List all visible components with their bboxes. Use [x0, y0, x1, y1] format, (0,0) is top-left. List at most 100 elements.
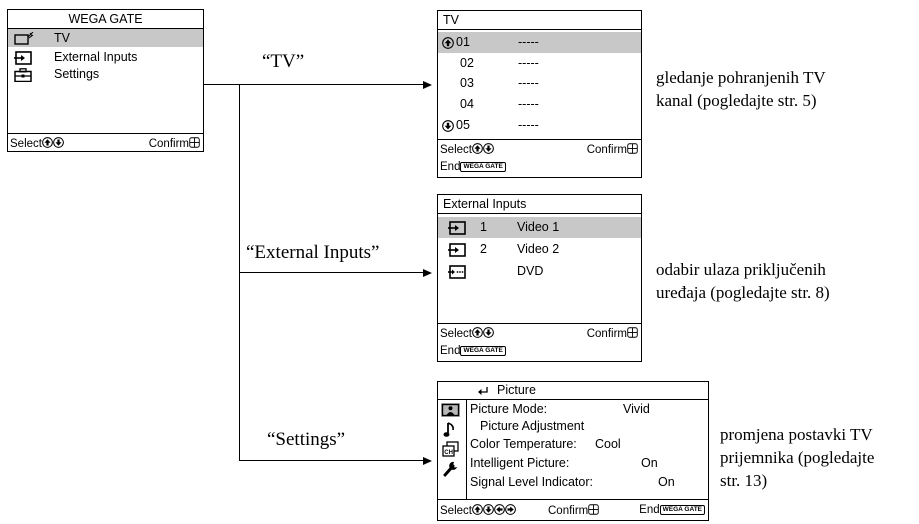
- confirm-icon: [588, 504, 599, 515]
- input-number: 2: [480, 242, 487, 256]
- footer-confirm-label: Confirm: [587, 143, 638, 156]
- settings-icon-column: CH: [438, 399, 467, 499]
- footer-confirm-label: Confirm: [587, 327, 638, 340]
- left-icon: [494, 504, 505, 515]
- arrow-head-settings: [423, 457, 432, 465]
- dvd-input-icon: [448, 265, 466, 279]
- input-row[interactable]: 2 Video 2: [438, 239, 641, 260]
- down-icon: [483, 504, 494, 515]
- return-icon: [478, 387, 488, 395]
- right-icon: [505, 504, 516, 515]
- input-row[interactable]: DVD: [438, 261, 641, 282]
- channel-name: -----: [518, 76, 539, 90]
- confirm-icon: [627, 327, 638, 338]
- up-icon: [472, 327, 483, 338]
- color-temperature-label[interactable]: Color Temperature:: [470, 437, 577, 451]
- arrow-head-external: [423, 269, 432, 277]
- settings-title: Picture: [438, 382, 708, 400]
- settings-title-text: Picture: [497, 383, 536, 397]
- wega-gate-menu: WEGA GATE TV External Inputs Settings Se…: [7, 9, 204, 152]
- footer-confirm-label: Confirm: [548, 504, 599, 517]
- signal-level-indicator-label[interactable]: Signal Level Indicator:: [470, 475, 593, 489]
- channel-row[interactable]: 01 -----: [438, 32, 641, 53]
- wega-gate-key-icon: WEGA GATE: [460, 345, 506, 356]
- confirm-icon: [627, 143, 638, 154]
- down-icon: [53, 137, 64, 148]
- input-row[interactable]: 1 Video 1: [438, 217, 641, 238]
- menu-item-external-inputs[interactable]: External Inputs: [8, 49, 203, 66]
- footer-select-label: Select: [440, 504, 516, 517]
- channel-name: -----: [518, 97, 539, 111]
- input-name: Video 2: [517, 242, 560, 256]
- channel-row[interactable]: 03 -----: [438, 73, 641, 93]
- description-external: odabir ulaza priključenih uređaja (pogle…: [656, 258, 830, 304]
- menu-item-tv[interactable]: TV: [8, 29, 203, 47]
- picture-icon[interactable]: [441, 403, 460, 417]
- footer-select-label: Select: [440, 143, 494, 156]
- sound-icon[interactable]: [443, 422, 457, 443]
- channel-row[interactable]: 05 -----: [438, 115, 641, 135]
- down-icon: [442, 120, 454, 132]
- description-line: prijemnika (pogledajte: [720, 448, 875, 467]
- up-icon: [42, 137, 53, 148]
- external-inputs-menu: External Inputs 1 Video 1 2 Video 2 DVD …: [437, 194, 642, 362]
- picture-adjustment-item[interactable]: Picture Adjustment: [480, 419, 585, 433]
- signal-level-indicator-value: On: [658, 475, 675, 489]
- description-line: str. 13): [720, 471, 768, 490]
- menu-item-settings-label: Settings: [54, 67, 100, 81]
- svg-text:CH: CH: [444, 450, 453, 456]
- wega-gate-title: WEGA GATE: [8, 10, 203, 29]
- channel-number: 03: [460, 76, 474, 90]
- channel-number: 02: [460, 56, 474, 70]
- intelligent-picture-label[interactable]: Intelligent Picture:: [470, 456, 570, 470]
- description-line: promjena postavki TV: [720, 425, 873, 444]
- description-line: kanal (pogledajte str. 5): [656, 91, 817, 110]
- description-line: odabir ulaza priključenih: [656, 260, 826, 279]
- wrench-icon[interactable]: [443, 461, 458, 482]
- external-inputs-title: External Inputs: [438, 195, 641, 214]
- input-name: DVD: [517, 264, 544, 278]
- menu-item-settings[interactable]: Settings: [8, 66, 203, 83]
- channel-name: -----: [518, 35, 539, 49]
- color-temperature-value: Cool: [595, 437, 621, 451]
- channel-row[interactable]: 02 -----: [438, 53, 641, 73]
- description-tv: gledanje pohranjenih TV kanal (pogledajt…: [656, 66, 826, 112]
- footer-confirm-label: Confirm: [149, 137, 200, 150]
- footer-select-label: Select: [440, 327, 494, 340]
- footer-select-label: Select: [10, 137, 64, 150]
- menu-item-tv-label: TV: [54, 31, 70, 45]
- label-external-inputs: “External Inputs”: [246, 242, 380, 263]
- description-line: gledanje pohranjenih TV: [656, 68, 826, 87]
- description-settings: promjena postavki TV prijemnika (pogleda…: [720, 423, 874, 492]
- channel-number: 01: [456, 35, 470, 49]
- channel-row[interactable]: 04 -----: [438, 94, 641, 114]
- connector-external: [239, 272, 424, 274]
- connector-from-wega: [204, 84, 424, 86]
- channel-number: 05: [456, 118, 470, 132]
- wega-gate-key-icon: WEGA GATE: [460, 161, 506, 172]
- label-tv: “TV”: [262, 51, 305, 72]
- wega-gate-footer: Select Confirm: [8, 133, 203, 152]
- channel-number: 04: [460, 97, 474, 111]
- input-icon: [448, 243, 466, 257]
- label-settings: “Settings”: [267, 429, 346, 450]
- input-number: 1: [480, 220, 487, 234]
- menu-item-external-inputs-label: External Inputs: [54, 50, 138, 64]
- toolbox-icon: [14, 68, 32, 87]
- channel-name: -----: [518, 118, 539, 132]
- up-icon: [472, 143, 483, 154]
- settings-menu: Picture CH Picture Mode: Vivid Picture A…: [437, 381, 709, 521]
- tv-menu-title: TV: [438, 11, 641, 30]
- confirm-icon: [189, 137, 200, 148]
- input-name: Video 1: [517, 220, 560, 234]
- description-line: uređaja (pogledajte str. 8): [656, 283, 830, 302]
- down-icon: [483, 143, 494, 154]
- channel-setup-icon[interactable]: CH: [442, 441, 459, 462]
- picture-mode-label[interactable]: Picture Mode:: [470, 402, 548, 416]
